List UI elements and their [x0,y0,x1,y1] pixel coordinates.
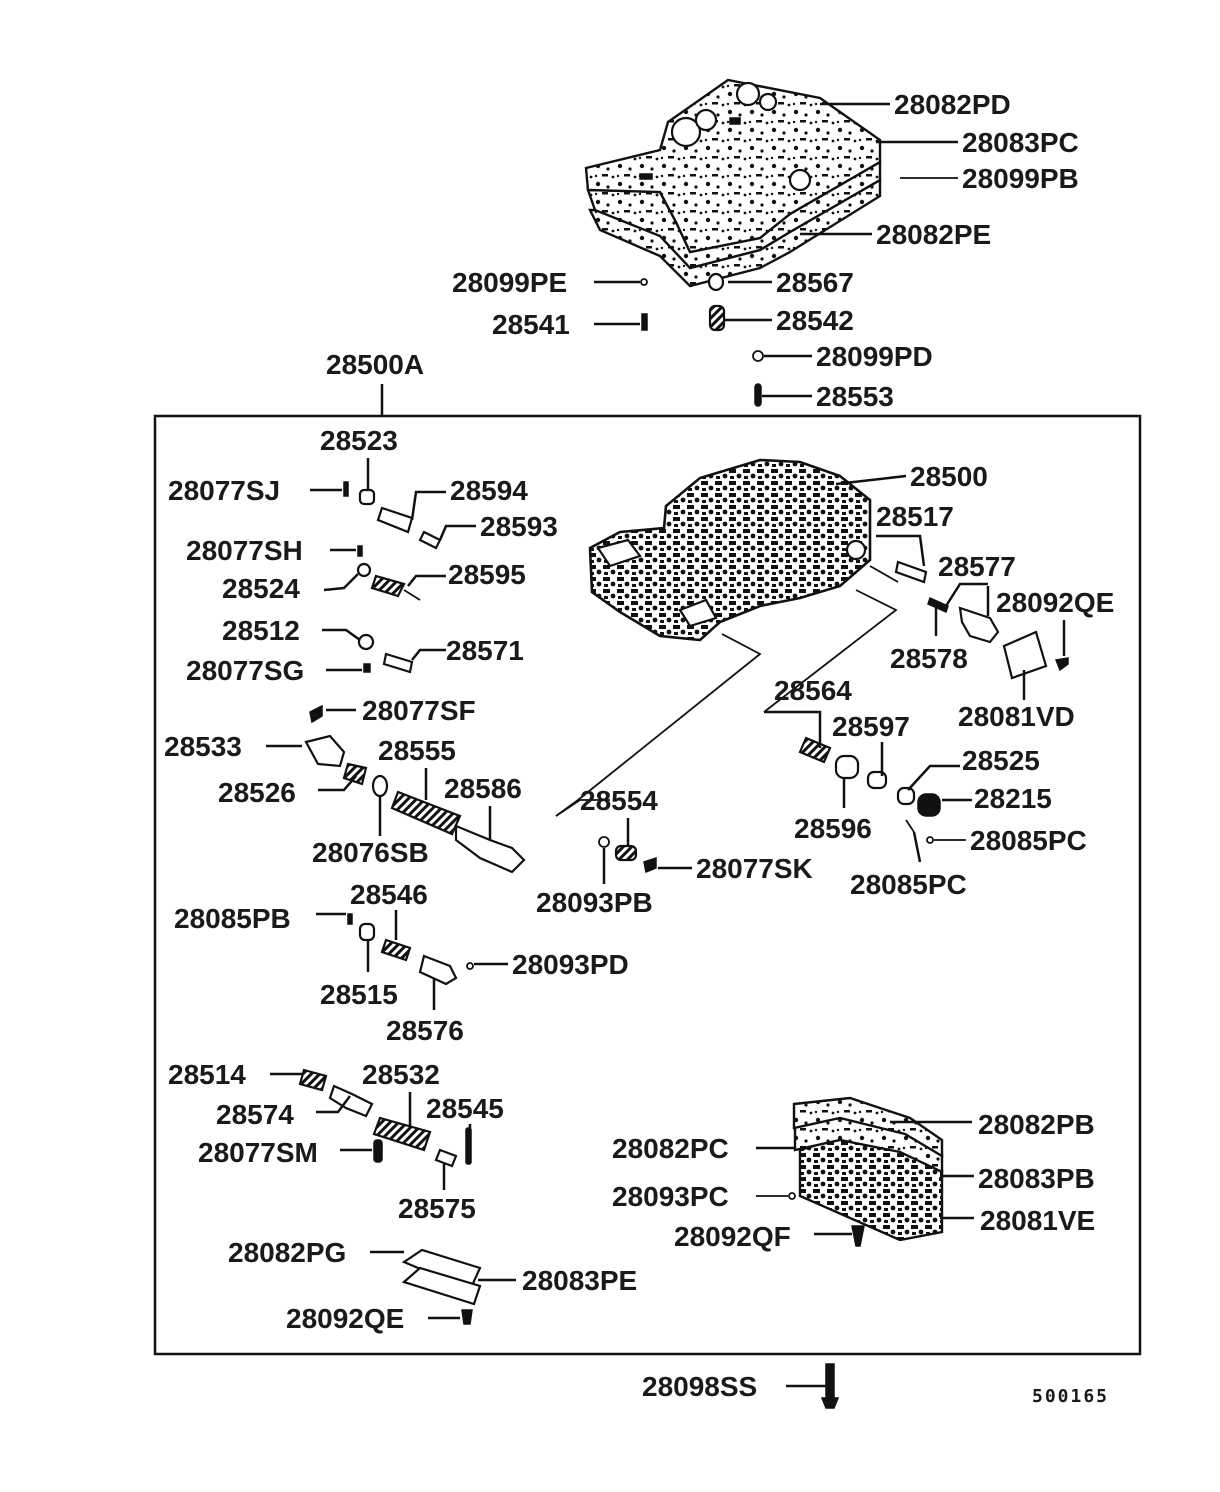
label-28533: 28533 [164,731,242,762]
label-28574: 28574 [216,1099,294,1130]
label-28526: 28526 [218,777,296,808]
label-28576: 28576 [386,1015,464,1046]
label-28517: 28517 [876,501,954,532]
label-28595: 28595 [448,559,526,590]
label-28077SJ: 28077SJ [168,475,280,506]
assembly-frame [153,414,1142,1356]
label-28099PE: 28099PE [452,267,567,298]
part-labels: 28082PD 28083PC 28099PB 28082PE 28099PE … [164,89,1114,1407]
label-28597: 28597 [832,711,910,742]
label-28500: 28500 [910,461,988,492]
label-28586: 28586 [444,773,522,804]
leader-lines [266,102,1066,1388]
label-28099PB: 28099PB [962,163,1079,194]
label-28081VD: 28081VD [958,701,1075,732]
label-28082PG: 28082PG [228,1237,346,1268]
label-28512: 28512 [222,615,300,646]
label-28523: 28523 [320,425,398,456]
label-28085PB: 28085PB [174,903,291,934]
label-28083PB: 28083PB [978,1163,1095,1194]
label-28085PC-b: 28085PC [850,869,967,900]
label-28077SM: 28077SM [198,1137,318,1168]
label-28076SB: 28076SB [312,837,429,868]
cover-plates [401,1248,482,1306]
label-28515: 28515 [320,979,398,1010]
label-28082PB: 28082PB [978,1109,1095,1140]
label-28077SG: 28077SG [186,655,304,686]
label-28082PE: 28082PE [876,219,991,250]
label-28577: 28577 [938,551,1016,582]
label-28542: 28542 [776,305,854,336]
label-28525: 28525 [962,745,1040,776]
label-28085PC-a: 28085PC [970,825,1087,856]
label-28596: 28596 [794,813,872,844]
label-28093PC: 28093PC [612,1181,729,1212]
label-28092QF: 28092QF [674,1221,791,1252]
label-28098SS: 28098SS [642,1371,757,1402]
label-28093PB: 28093PB [536,887,653,918]
label-28093PD: 28093PD [512,949,629,980]
upper-plate-stack [584,78,882,288]
label-28514: 28514 [168,1059,246,1090]
label-28553: 28553 [816,381,894,412]
label-28082PD: 28082PD [894,89,1011,120]
label-28083PC: 28083PC [962,127,1079,158]
label-28092QE-top: 28092QE [996,587,1114,618]
drawing-code: 500165 [1032,1386,1109,1407]
label-28555: 28555 [378,735,456,766]
label-28500A: 28500A [326,349,424,380]
lower-valve-body [792,1096,944,1242]
label-28524: 28524 [222,573,300,604]
label-28083PE: 28083PE [522,1265,637,1296]
label-28571: 28571 [446,635,524,666]
label-28578: 28578 [890,643,968,674]
label-28215: 28215 [974,783,1052,814]
label-28545: 28545 [426,1093,504,1124]
label-28081VE: 28081VE [980,1205,1095,1236]
label-28077SK: 28077SK [696,853,813,884]
label-28564: 28564 [774,675,852,706]
label-28082PC: 28082PC [612,1133,729,1164]
upper-valve-body [588,458,872,642]
label-28575: 28575 [398,1193,476,1224]
label-28077SH: 28077SH [186,535,303,566]
label-28532: 28532 [362,1059,440,1090]
label-28594: 28594 [450,475,528,506]
label-28092QE-bottom: 28092QE [286,1303,404,1334]
label-28077SF: 28077SF [362,695,476,726]
label-28546: 28546 [350,879,428,910]
label-28593: 28593 [480,511,558,542]
label-28541: 28541 [492,309,570,340]
label-28554: 28554 [580,785,658,816]
label-28099PD: 28099PD [816,341,933,372]
label-28567: 28567 [776,267,854,298]
